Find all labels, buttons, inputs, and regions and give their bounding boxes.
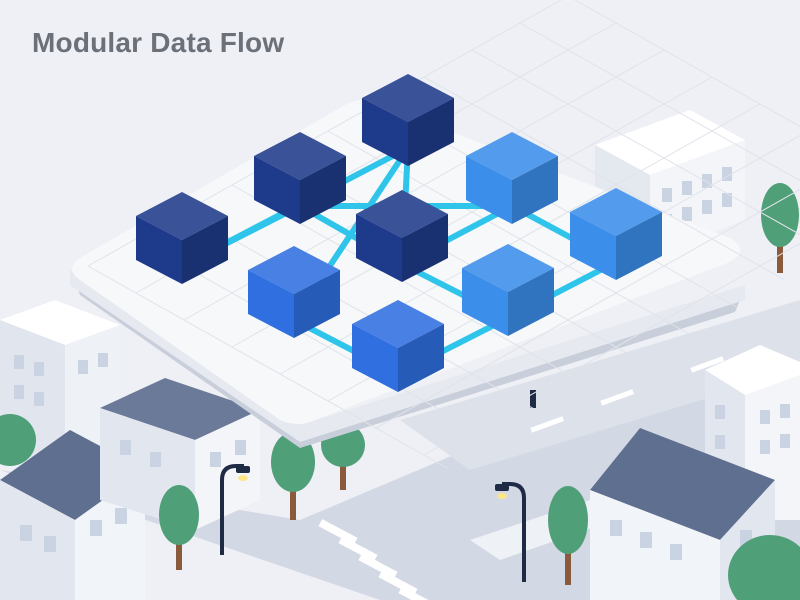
lane-markings: [530, 356, 725, 433]
page-title: Modular Data Flow: [32, 27, 285, 58]
cube-right-face: [294, 270, 340, 338]
node-cube-n3: [362, 74, 454, 166]
cube-left-face: [352, 324, 398, 392]
platform-edge: [70, 270, 745, 442]
grid-line: [375, 188, 800, 429]
node-cube-n5: [466, 132, 558, 224]
cube-right-face: [182, 216, 228, 284]
grid-line: [574, 0, 800, 128]
grid-line: [471, 49, 800, 236]
node-cube-n1: [136, 192, 228, 284]
platform-shadow: [75, 280, 740, 448]
grid-line: [327, 130, 689, 334]
tree: [548, 486, 588, 585]
node-cube-n2: [254, 132, 346, 224]
node-group: [136, 74, 662, 392]
node-cube-n6: [570, 188, 662, 280]
tree: [728, 535, 800, 600]
cube-right-face: [402, 214, 448, 282]
cube-right-face: [508, 268, 554, 336]
cube-left-face: [362, 98, 408, 166]
cube-right-face: [300, 156, 346, 224]
cube-left-face: [462, 268, 508, 336]
cube-left-face: [356, 214, 402, 282]
tree: [0, 414, 36, 466]
tree: [271, 432, 315, 520]
platform-support: [530, 390, 536, 408]
grid-line: [519, 22, 800, 182]
cube-left-face: [254, 156, 300, 224]
node-cube-n8: [248, 246, 340, 338]
node-cube-n7: [462, 244, 554, 336]
grid-line: [183, 211, 545, 415]
tree: [761, 183, 799, 273]
grid-line: [423, 76, 785, 280]
grid-line: [87, 265, 449, 469]
cube-right-face: [408, 98, 454, 166]
cube-right-face: [512, 156, 558, 224]
grid-line: [423, 242, 800, 456]
cube-left-face: [570, 212, 616, 280]
street-lamp: [220, 464, 250, 555]
node-cube-n4: [356, 190, 448, 282]
cube-right-face: [398, 324, 444, 392]
street: [400, 300, 800, 470]
cube-right-face: [616, 212, 662, 280]
node-cube-n9: [352, 300, 444, 392]
crosswalk: [318, 519, 438, 600]
cube-left-face: [136, 216, 182, 284]
cube-left-face: [248, 270, 294, 338]
cube-left-face: [466, 156, 512, 224]
street-lamp: [495, 482, 526, 582]
city-background: [0, 110, 800, 600]
tree: [159, 485, 199, 570]
